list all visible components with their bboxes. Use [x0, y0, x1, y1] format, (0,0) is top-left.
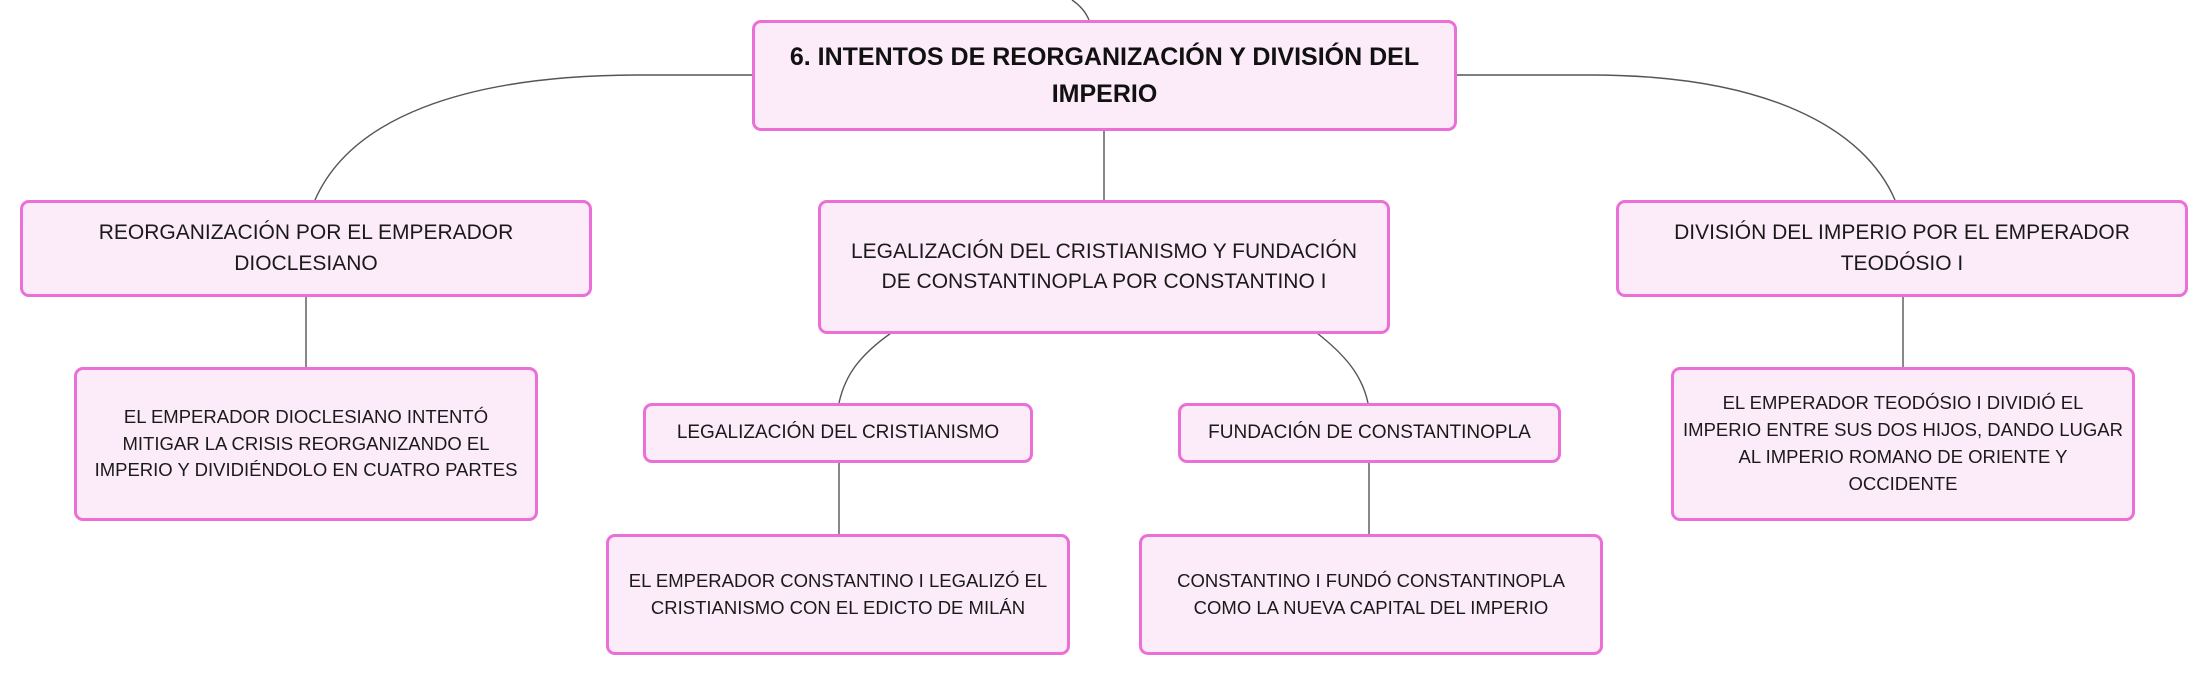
detail-fundacion[interactable]: CONSTANTINO I FUNDÓ CONSTANTINOPLA COMO …	[1139, 534, 1603, 655]
branch-teodosio-label: DIVISIÓN DEL IMPERIO POR EL EMPERADOR TE…	[1674, 221, 2130, 275]
branch-dioclesiano-label: REORGANIZACIÓN POR EL EMPERADOR DIOCLESI…	[98, 221, 514, 275]
subtopic-legalizacion-label: LEGALIZACIÓN DEL CRISTIANISMO	[676, 422, 1000, 444]
branch-constantino[interactable]: LEGALIZACIÓN DEL CRISTIANISMO Y FUNDACIÓ…	[818, 200, 1390, 334]
detail-teodosio[interactable]: EL EMPERADOR TEODÓSIO I DIVIDIÓ EL IMPER…	[1671, 367, 2135, 521]
connector-root-to-branch-1	[314, 74, 752, 201]
detail-dioclesiano-text: EL EMPERADOR DIOCLESIANO INTENTÓ MITIGAR…	[94, 405, 518, 481]
branch-constantino-label: LEGALIZACIÓN DEL CRISTIANISMO Y FUNDACIÓ…	[850, 239, 1358, 293]
root-topic[interactable]: 6. INTENTOS DE REORGANIZACIÓN Y DIVISIÓN…	[752, 20, 1457, 131]
subtopic-fundacion-label: FUNDACIÓN DE CONSTANTINOPLA	[1208, 422, 1531, 444]
branch-dioclesiano[interactable]: REORGANIZACIÓN POR EL EMPERADOR DIOCLESI…	[20, 200, 592, 297]
connector-branch-2-to-sub-2	[1316, 332, 1369, 404]
detail-fundacion-text: CONSTANTINO I FUNDÓ CONSTANTINOPLA COMO …	[1177, 569, 1565, 618]
connector-parent-to-root	[1071, 0, 1090, 21]
branch-teodosio[interactable]: DIVISIÓN DEL IMPERIO POR EL EMPERADOR TE…	[1616, 200, 2188, 297]
detail-legalizacion-text: EL EMPERADOR CONSTANTINO I LEGALIZÓ EL C…	[628, 569, 1048, 618]
detail-legalizacion[interactable]: EL EMPERADOR CONSTANTINO I LEGALIZÓ EL C…	[606, 534, 1070, 655]
subtopic-fundacion[interactable]: FUNDACIÓN DE CONSTANTINOPLA	[1178, 403, 1561, 463]
detail-teodosio-text: EL EMPERADOR TEODÓSIO I DIVIDIÓ EL IMPER…	[1683, 392, 2123, 494]
connector-branch-2-to-sub-1	[838, 332, 892, 404]
root-topic-label: 6. INTENTOS DE REORGANIZACIÓN Y DIVISIÓN…	[789, 43, 1420, 108]
subtopic-legalizacion[interactable]: LEGALIZACIÓN DEL CRISTIANISMO	[643, 403, 1033, 463]
connector-root-to-branch-3	[1456, 74, 1896, 201]
detail-dioclesiano[interactable]: EL EMPERADOR DIOCLESIANO INTENTÓ MITIGAR…	[74, 367, 538, 521]
